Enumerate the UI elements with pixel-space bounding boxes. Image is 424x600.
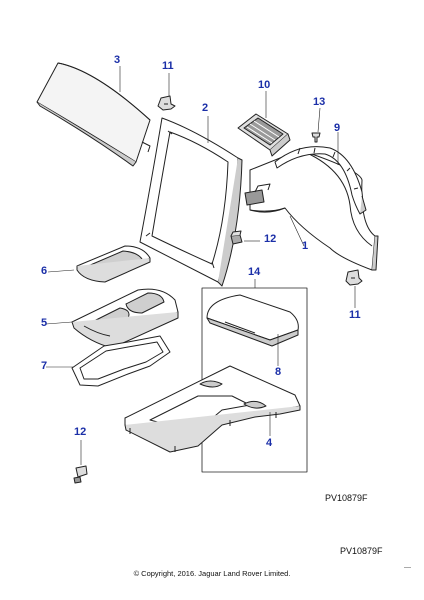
callout-1: 1	[302, 240, 309, 252]
part-5-console-top	[71, 288, 179, 349]
callout-8: 8	[275, 366, 282, 378]
part-9-trim-strip	[274, 146, 367, 215]
part-7-gasket-mat	[71, 335, 171, 387]
reference-code-inner: PV10879F	[325, 493, 368, 503]
callout-12-right: 12	[264, 233, 277, 245]
corner-mark: —	[404, 564, 411, 571]
part-6-upper-bezel	[76, 245, 151, 283]
copyright-notice: © Copyright, 2016. Jaguar Land Rover Lim…	[133, 569, 291, 578]
part-3-lid-panel	[36, 62, 151, 167]
part-1-side-trim-panel	[244, 149, 379, 271]
part-11-clip-top	[157, 95, 176, 111]
callout-9: 9	[334, 122, 341, 134]
callout-3: 3	[114, 54, 121, 66]
part-2-frame-surround	[139, 117, 243, 287]
part-12-clip-bottom	[73, 465, 88, 484]
callout-11-top: 11	[162, 60, 174, 72]
callout-5: 5	[41, 317, 48, 329]
part-11-clip-right	[345, 269, 363, 286]
part-10-vent-grille	[237, 113, 291, 157]
callout-4: 4	[266, 437, 273, 449]
reference-code-outer: PV10879F	[340, 546, 383, 556]
callout-13: 13	[313, 96, 326, 108]
part-8-storage-lid	[206, 294, 299, 347]
callout-11-right: 11	[349, 309, 361, 321]
leader-lines	[45, 66, 356, 465]
callout-12-bottom: 12	[74, 426, 87, 438]
part-13-clip	[311, 132, 321, 143]
callout-7: 7	[41, 360, 48, 372]
callout-10: 10	[258, 79, 271, 91]
callout-14: 14	[248, 266, 261, 278]
part-12-bracket-right	[230, 230, 243, 245]
callout-6: 6	[41, 265, 48, 277]
callout-2: 2	[202, 102, 209, 114]
part-4-lower-surround	[124, 365, 301, 453]
